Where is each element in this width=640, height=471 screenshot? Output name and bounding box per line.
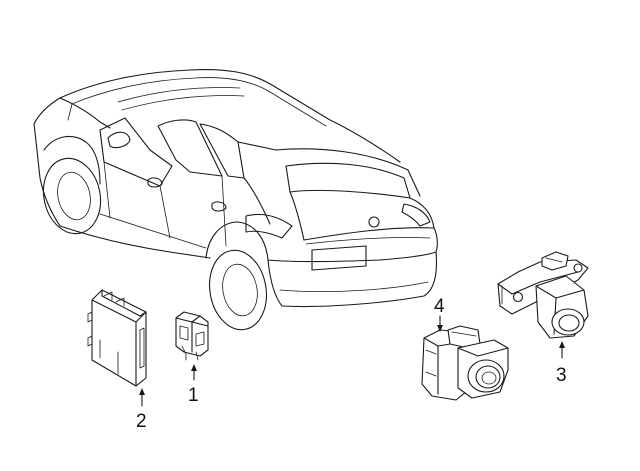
parking-sensor-part <box>421 315 509 401</box>
camera-part <box>497 251 589 359</box>
callout-1: 1 <box>188 385 199 406</box>
connector-part <box>175 311 209 381</box>
callout-2: 2 <box>136 411 147 432</box>
vehicle-illustration <box>33 68 438 331</box>
control-module-part <box>87 289 147 407</box>
callout-3: 3 <box>556 365 567 386</box>
callout-4: 4 <box>434 296 445 317</box>
